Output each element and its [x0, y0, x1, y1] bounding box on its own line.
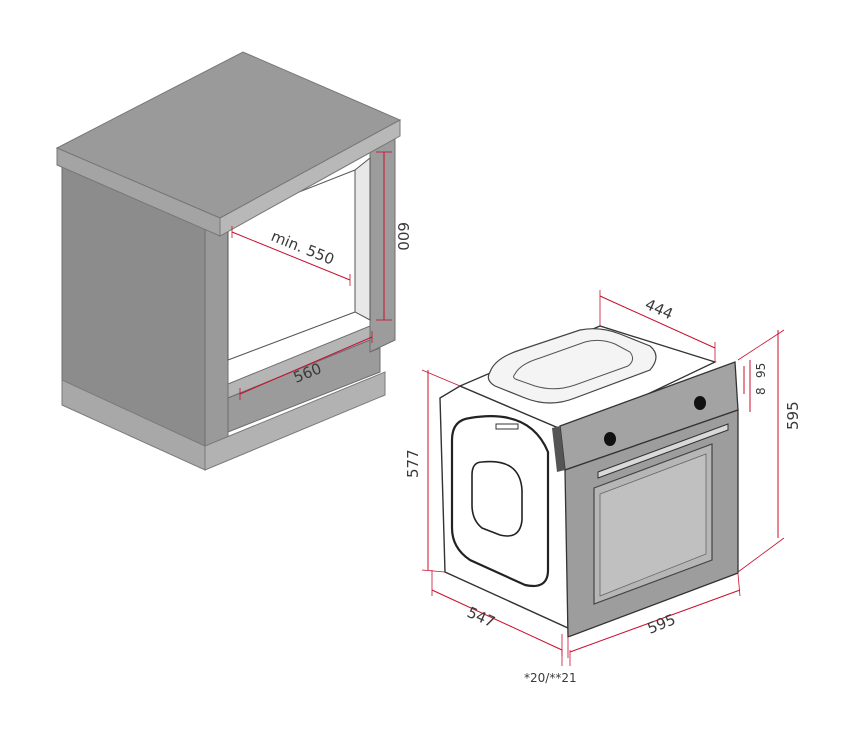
oven-side-muffle — [450, 415, 550, 588]
oven-side-vent — [471, 460, 523, 537]
oven-door-handle — [597, 423, 729, 479]
cabinet-countertop-left — [56, 147, 221, 237]
cabinet-plinth-front — [204, 371, 386, 471]
dim-oven-height-total: 595 — [784, 401, 802, 430]
cabinet-front-left-stile — [204, 219, 229, 451]
cabinet-niche-right-wall — [354, 156, 371, 321]
oven-door-glass — [599, 453, 707, 597]
oven-knob-right-icon — [694, 396, 706, 410]
cabinet-drawing: min. 550 560 600 — [55, 51, 412, 471]
oven-side-slot — [495, 423, 519, 430]
oven-control-panel-trim — [552, 426, 565, 472]
dim-door-note: *20/**21 — [524, 671, 577, 685]
dim-oven-panel-height: 95 — [754, 363, 768, 378]
dim-oven-panel-offset: 8 — [754, 387, 768, 395]
dim-oven-body-height: 577 — [404, 449, 422, 478]
oven-drawing: 444 595 8 95 577 547 595 *20/**21 — [404, 290, 802, 685]
oven-knob-left-icon — [604, 432, 616, 446]
dim-oven-depth: 547 — [464, 603, 497, 631]
dim-cabinet-height: 600 — [394, 222, 412, 251]
dim-oven-top-depth: 444 — [642, 295, 675, 323]
oven-top-recess-inner — [513, 339, 634, 390]
cabinet-bottom-rail — [227, 339, 381, 433]
